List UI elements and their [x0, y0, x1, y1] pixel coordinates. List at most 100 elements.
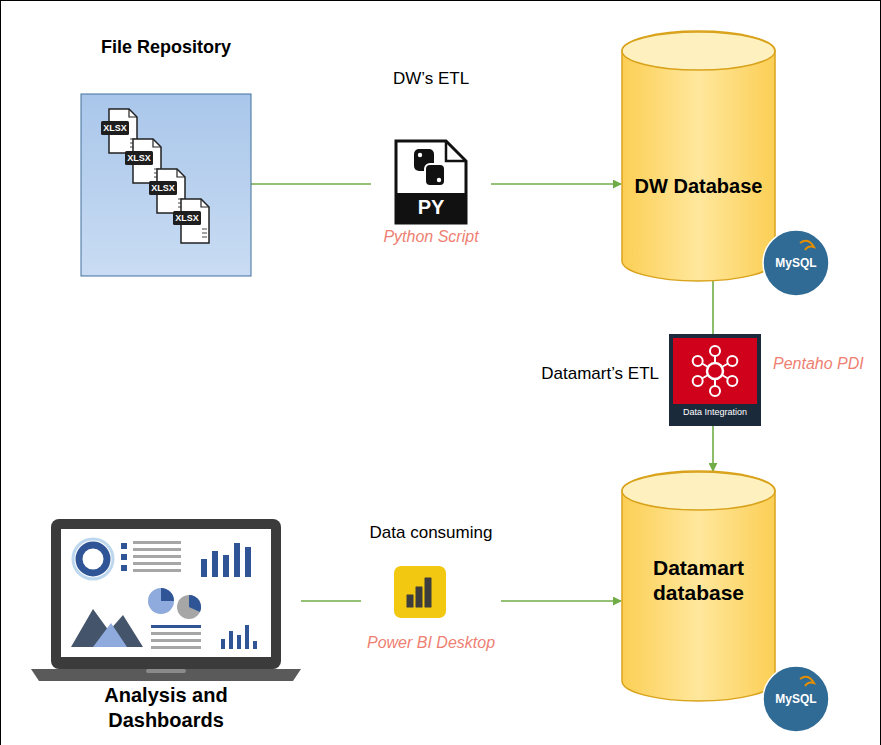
spreadsheet-icon	[101, 109, 137, 153]
bar	[201, 559, 207, 577]
mysql-logo	[763, 666, 829, 732]
repository-box	[81, 94, 251, 276]
bar	[245, 625, 249, 649]
file-badge	[173, 211, 201, 225]
flow-connector	[301, 600, 361, 602]
file-repository: File Repository	[81, 31, 251, 276]
file-type-badge: XLSX	[173, 211, 201, 225]
icon-text: Data Integration	[669, 407, 761, 418]
document-band	[396, 193, 466, 223]
area-chart	[93, 623, 127, 647]
file-type-badge: XLSX	[149, 181, 177, 195]
pie-slice	[189, 595, 201, 612]
mysql-logo-text: MySQL	[763, 691, 829, 707]
mysql-dolphin	[800, 241, 814, 250]
database-name: Datamart database	[626, 555, 771, 605]
text-line	[133, 569, 181, 572]
bar	[245, 547, 251, 577]
pie-slice	[161, 588, 174, 601]
pie-chart	[177, 595, 201, 619]
bar	[237, 635, 241, 649]
database-name: DW Database	[621, 174, 776, 198]
mysql-logo-text: MySQL	[763, 255, 829, 271]
icon-bar	[424, 577, 432, 608]
document-outline	[396, 141, 466, 223]
text-line	[133, 555, 181, 558]
network-hub	[707, 363, 723, 379]
file-type-badge: XLSX	[101, 121, 129, 135]
spreadsheet-icon	[173, 199, 209, 243]
laptop-base	[31, 669, 301, 681]
text-line	[151, 639, 201, 642]
python-logo-eye	[418, 153, 422, 157]
mysql-dolphin	[800, 677, 814, 686]
sheet-grid-line	[202, 233, 207, 234]
laptop-bezel	[51, 519, 281, 669]
flow-connector	[501, 600, 621, 602]
laptop-caption: Analysis and Dashboards	[76, 683, 256, 733]
file-fold	[153, 139, 161, 147]
network-node	[727, 356, 737, 366]
icon-bar	[415, 586, 423, 608]
network-node	[727, 376, 737, 386]
node-illustration	[371, 69, 491, 249]
text-line	[151, 646, 201, 649]
network-node	[710, 386, 720, 396]
mysql-logo	[763, 230, 829, 296]
bar	[223, 555, 229, 577]
flow-connector	[712, 281, 714, 334]
file-type-badge: XLSX	[125, 151, 153, 165]
text-line	[151, 625, 201, 628]
donut-chart	[79, 545, 107, 573]
network-node	[693, 356, 703, 366]
file-fold	[177, 169, 185, 177]
document-fold	[446, 141, 466, 161]
file-fold	[201, 199, 209, 207]
powerbi-icon: Data consumingPower BI Desktop	[361, 521, 501, 661]
sheet-grid-line	[202, 229, 207, 230]
dashboard-laptop: Analysis and Dashboards	[31, 519, 301, 734]
spreadsheet-icon	[125, 139, 161, 183]
list-bullet	[121, 565, 127, 571]
text-line	[133, 562, 181, 565]
etl-label: Datamart’s ETL	[501, 364, 659, 384]
network-node	[710, 346, 720, 356]
cylinder-top	[622, 472, 775, 510]
pie-chart	[148, 588, 174, 614]
cylinder-body	[622, 471, 775, 701]
etl-label: DW’s ETL	[371, 69, 491, 89]
icon-frame	[669, 334, 761, 426]
area-chart	[71, 609, 143, 647]
text-line	[151, 632, 201, 635]
python-script-icon: DW’s ETLPYPython Script	[371, 69, 491, 249]
node-illustration	[81, 31, 251, 276]
list-bullet	[121, 543, 127, 549]
node-illustration	[621, 31, 776, 281]
donut-ring	[73, 539, 113, 579]
repository-heading: File Repository	[101, 37, 231, 59]
pentaho-icon: Datamart’s ETL Data Integration Pentaho PD…	[501, 334, 876, 426]
icon-tile	[394, 566, 446, 618]
database-cylinder: Datamart database	[621, 471, 776, 701]
sheet-grid-line	[202, 237, 207, 238]
icon-face	[673, 338, 757, 404]
python-logo-eye	[437, 178, 441, 182]
network-node	[693, 376, 703, 386]
cylinder-body	[622, 31, 775, 281]
file-badge	[101, 121, 129, 135]
consuming-label: Data consuming	[361, 523, 501, 543]
tool-name: Python Script	[371, 227, 491, 246]
laptop-screen	[61, 529, 271, 657]
flow-connector	[491, 183, 621, 185]
bar	[234, 543, 240, 577]
database-cylinder: DW Database	[621, 31, 776, 281]
tool-name: Pentaho PDI	[773, 354, 864, 373]
bar	[229, 631, 233, 649]
text-line	[133, 541, 181, 544]
list-bullet	[121, 554, 127, 560]
flow-connector	[251, 183, 371, 185]
bar	[221, 639, 225, 649]
file-fold	[129, 109, 137, 117]
file-badge	[125, 151, 153, 165]
